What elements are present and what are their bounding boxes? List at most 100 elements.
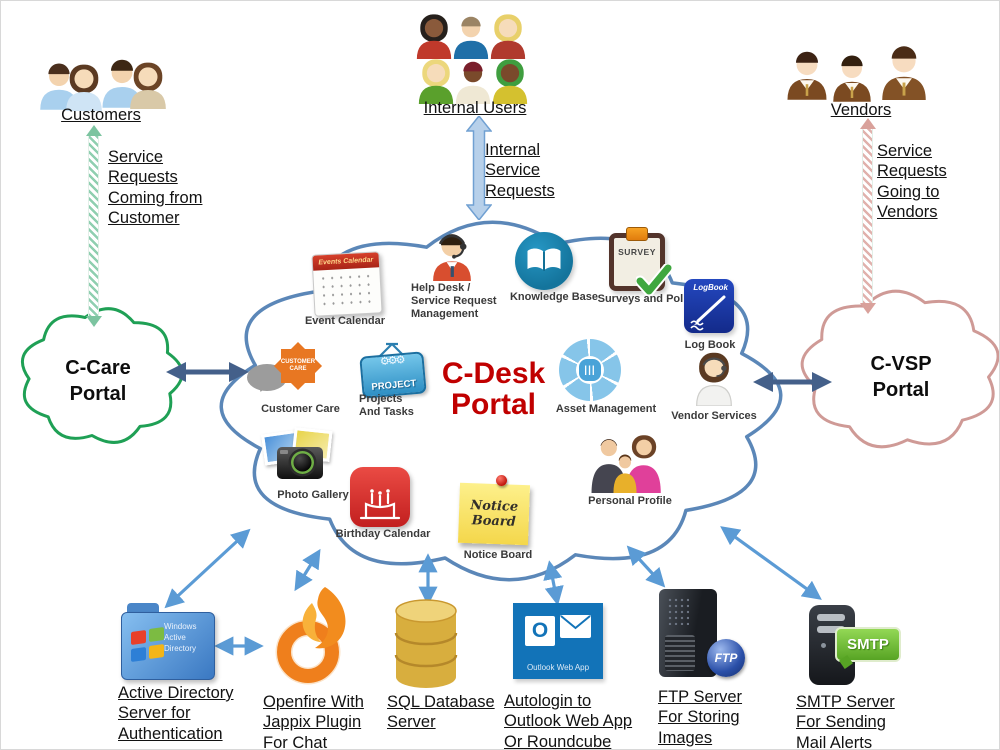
ccare-portal-title: C-Care Portal — [65, 357, 131, 405]
flame-icon — [302, 587, 346, 649]
calendar-grid — [318, 271, 377, 311]
arrow-cloud-ftp — [626, 545, 666, 588]
customers-flow-arrow — [85, 125, 102, 327]
person-icon — [130, 62, 166, 109]
vendors-flow-label: Service Requests Going to Vendors — [877, 142, 947, 222]
cvsp-cloud-shape — [800, 289, 999, 449]
vendors-group-icon — [781, 37, 939, 102]
vendors-flow-arrow — [859, 118, 876, 314]
module-label: Log Book — [684, 339, 736, 351]
project-word: PROJECT — [371, 378, 417, 393]
sql-database-icon — [394, 599, 458, 688]
server-slot — [817, 614, 845, 621]
module-label: Knowledge Base — [509, 291, 599, 303]
person-icon — [66, 64, 102, 111]
server-slot — [817, 626, 845, 633]
pen-icon — [690, 295, 726, 331]
survey-word: SURVEY — [618, 247, 656, 257]
cvsp-portal-title: C-VSP Portal — [870, 353, 932, 401]
sticky-note: Notice Board — [457, 482, 531, 546]
vendors-label: Vendors — [830, 101, 892, 119]
module-label: Projects And Tasks — [359, 393, 414, 418]
photo-gallery-icon — [261, 427, 333, 483]
camera-flash — [280, 450, 288, 454]
person-icon — [455, 61, 491, 104]
arrow-cloud-activedirectory — [164, 528, 251, 609]
module-label: Asset Management — [555, 403, 657, 415]
folder-body: Windows Active Directory — [121, 612, 215, 680]
arrowhead-down-icon — [859, 303, 876, 314]
logbook-word: LogBook — [693, 283, 728, 292]
notice-board-icon: Notice Board — [456, 475, 536, 547]
module-label: Customer Care — [261, 403, 340, 415]
arrow-cloud-openfire — [294, 548, 321, 592]
personal-profile-icon — [591, 435, 661, 493]
person-icon — [492, 59, 528, 104]
cake-icon — [359, 489, 401, 520]
outlook-o-tile: O — [525, 616, 555, 646]
server-label: SQL Database Server — [387, 693, 495, 732]
surveys-and-polls-icon: SURVEY — [609, 227, 672, 296]
event-calendar-icon: Events Calendar — [311, 251, 383, 317]
internal-flow-label: Internal Service Requests — [485, 141, 555, 200]
person-icon — [418, 59, 454, 104]
camera-lens — [291, 451, 314, 474]
arrow-cloud-smtp — [720, 526, 822, 600]
birthday-calendar-icon — [350, 467, 410, 527]
ftp-server-icon: FTP — [653, 589, 751, 685]
active-directory-icon: Windows Active Directory — [121, 603, 217, 681]
module-label: Vendor Services — [671, 410, 757, 422]
vendor-services-icon — [696, 352, 732, 406]
arrow-cloud-outlook — [543, 560, 564, 606]
ftp-badge: FTP — [707, 639, 745, 677]
windows-logo-icon — [149, 643, 164, 660]
person-icon — [833, 55, 871, 102]
module-label: Event Calendar — [304, 315, 386, 327]
projects-and-tasks-icon: ⚙⚙⚙ PROJECT — [359, 341, 427, 399]
customers-label: Customers — [61, 106, 141, 124]
burst-bubble-icon: CUSTOMER CARE — [281, 349, 315, 383]
module-label: Personal Profile — [588, 495, 672, 507]
project-board: ⚙⚙⚙ PROJECT — [359, 351, 427, 399]
active-directory-word: Windows Active Directory — [164, 622, 197, 653]
log-book-icon: LogBook — [684, 279, 734, 333]
person-icon — [882, 46, 926, 100]
module-label: Birthday Calendar — [335, 528, 431, 540]
server-label: Autologin to Outlook Web App Or Roundcub… — [504, 692, 633, 750]
arrowhead-down-icon — [85, 316, 102, 327]
module-label: Help Desk / Service Request Management — [411, 282, 497, 320]
ccare-cloud-shape — [20, 307, 184, 444]
vent-grid — [667, 597, 689, 625]
module-label: Photo Gallery — [277, 489, 349, 501]
windows-logo-icon — [149, 626, 164, 643]
pin-icon — [496, 475, 507, 486]
knowledge-base-icon — [515, 232, 573, 290]
server-tower — [809, 605, 855, 685]
notice-word: Notice Board — [470, 498, 519, 530]
cdesk-portal-title: C-Desk Portal — [441, 357, 546, 421]
power-led — [821, 643, 826, 648]
windows-logo-icon — [131, 646, 146, 663]
help-desk-icon — [433, 234, 471, 281]
customers-flow-label: Service Requests Coming from Customer — [108, 148, 203, 228]
event-calendar-header: Events Calendar — [312, 252, 380, 271]
server-label: FTP Server For Storing Images — [658, 688, 743, 747]
server-label: Active Directory Server for Authenticati… — [118, 684, 234, 743]
arrowhead-up-icon — [859, 118, 876, 129]
asset-core: ||| — [579, 359, 601, 381]
server-label: Openfire With Jappix Plugin For Chat — [263, 693, 364, 750]
customers-group-icon — [34, 51, 166, 111]
smtp-badge: SMTP — [835, 627, 901, 662]
person-icon — [102, 59, 142, 108]
openfire-icon — [265, 585, 365, 685]
book-icon — [527, 248, 561, 272]
outlook-word: Outlook Web App — [526, 663, 590, 672]
person-icon — [787, 51, 827, 100]
internal-users-label: Internal Users — [423, 99, 527, 117]
customer-care-icon: CUSTOMER CARE — [247, 349, 323, 399]
camera-icon — [277, 447, 323, 479]
person-icon — [490, 14, 526, 59]
module-label: Notice Board — [463, 549, 533, 561]
internal-users-group-icon — [411, 11, 541, 104]
